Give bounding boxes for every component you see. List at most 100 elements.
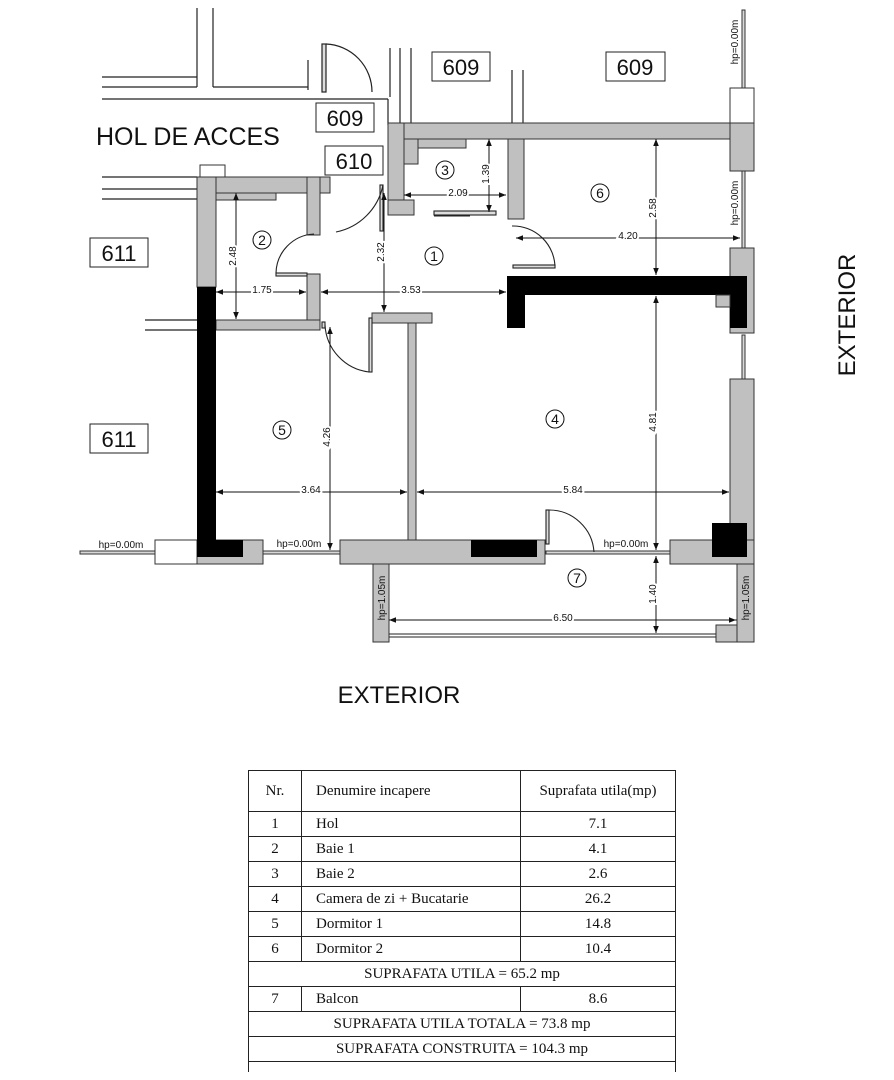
- svg-text:4.26: 4.26: [322, 427, 333, 447]
- svg-text:7: 7: [573, 570, 581, 586]
- total-utila: SUPRAFATA UTILA TOTALA = 73.8 mp: [248, 1011, 676, 1037]
- unit-610: 610: [324, 145, 384, 176]
- svg-text:4: 4: [551, 411, 559, 427]
- table-row: 6 Dormitor 2 10.4: [248, 936, 676, 962]
- total-utila-row: SUPRAFATA UTILA TOTALA = 73.8 mp: [248, 1011, 676, 1037]
- header-name: Denumire incapere: [301, 770, 521, 812]
- room-marker-6: 6: [590, 183, 610, 203]
- header-area: Suprafata utila(mp): [520, 770, 676, 812]
- unit-609-a: 609: [431, 51, 491, 82]
- svg-text:1.40: 1.40: [648, 584, 659, 604]
- cell-name: Camera de zi + Bucatarie: [301, 886, 521, 912]
- dimension-lines: [216, 139, 740, 633]
- room-marker-2: 2: [252, 230, 272, 250]
- cell-name: Baie 2: [301, 861, 521, 887]
- room-marker-1: 1: [424, 246, 444, 266]
- cell-area: 8.6: [520, 986, 676, 1012]
- table-row: 5 Dormitor 1 14.8: [248, 911, 676, 937]
- room-marker-7: 7: [567, 568, 587, 588]
- svg-text:609: 609: [443, 55, 480, 80]
- cell-name: Balcon: [301, 986, 521, 1012]
- svg-text:1: 1: [430, 248, 438, 264]
- cell-area: 7.1: [520, 811, 676, 837]
- room-marker-5: 5: [272, 420, 292, 440]
- cell-area: 4.1: [520, 836, 676, 862]
- room-marker-4: 4: [545, 409, 565, 429]
- exterior-bottom-label: EXTERIOR: [338, 682, 461, 709]
- svg-text:609: 609: [327, 106, 364, 131]
- cell-nr: 1: [248, 811, 302, 837]
- cell-name: Dormitor 1: [301, 911, 521, 937]
- cell-nr: 2: [248, 836, 302, 862]
- svg-text:611: 611: [101, 241, 136, 266]
- exterior-right-label: EXTERIOR: [834, 254, 861, 377]
- table-trailing-row: [248, 1061, 676, 1072]
- doors: [275, 184, 595, 553]
- hol-de-acces-label: HOL DE ACCES: [96, 123, 280, 151]
- cell-area: 10.4: [520, 936, 676, 962]
- table-header-row: Nr. Denumire incapere Suprafata utila(mp…: [248, 770, 676, 812]
- cell-nr: 3: [248, 861, 302, 887]
- room-area-table: Nr. Denumire incapere Suprafata utila(mp…: [248, 770, 676, 1072]
- dimension-labels: 2.09 1.39 2.58 4.20 2.48 2.32 1.75 3.53 …: [226, 162, 661, 626]
- svg-text:3.64: 3.64: [301, 485, 321, 496]
- svg-text:609: 609: [617, 55, 654, 80]
- svg-text:4.20: 4.20: [618, 231, 638, 242]
- svg-text:5.84: 5.84: [563, 485, 583, 496]
- svg-text:4.81: 4.81: [648, 412, 659, 432]
- cell-area: 26.2: [520, 886, 676, 912]
- cell-nr: 4: [248, 886, 302, 912]
- table-row: 3 Baie 2 2.6: [248, 861, 676, 887]
- walls: [154, 87, 755, 643]
- cell-area: 14.8: [520, 911, 676, 937]
- unit-611-a: 611: [89, 237, 149, 268]
- total-construita: SUPRAFATA CONSTRUITA = 104.3 mp: [248, 1036, 676, 1062]
- svg-text:1.75: 1.75: [252, 285, 272, 296]
- svg-text:610: 610: [336, 149, 373, 174]
- unit-609-b: 609: [605, 51, 666, 82]
- svg-text:hp=0.00m: hp=0.00m: [730, 20, 741, 65]
- table-row: 2 Baie 1 4.1: [248, 836, 676, 862]
- unit-611-b: 611: [89, 423, 149, 454]
- svg-text:2.32: 2.32: [376, 242, 387, 262]
- structural-walls: [197, 276, 747, 557]
- header-nr: Nr.: [248, 770, 302, 812]
- svg-text:2.58: 2.58: [648, 198, 659, 218]
- empty-cell: [248, 1061, 676, 1072]
- svg-text:3: 3: [441, 162, 449, 178]
- svg-text:hp=0.00m: hp=0.00m: [604, 539, 649, 550]
- table-row-balcony: 7 Balcon 8.6: [248, 986, 676, 1012]
- total-construita-row: SUPRAFATA CONSTRUITA = 104.3 mp: [248, 1036, 676, 1062]
- svg-text:hp=0.00m: hp=0.00m: [277, 539, 322, 550]
- cell-name: Hol: [301, 811, 521, 837]
- svg-text:hp=1.05m: hp=1.05m: [741, 576, 752, 621]
- access-corridor-outlines: [102, 8, 524, 331]
- subtotal-row: SUPRAFATA UTILA = 65.2 mp: [248, 961, 676, 987]
- subtotal-utila: SUPRAFATA UTILA = 65.2 mp: [248, 961, 676, 987]
- cell-name: Dormitor 2: [301, 936, 521, 962]
- svg-text:2.09: 2.09: [448, 188, 468, 199]
- svg-text:2: 2: [258, 232, 266, 248]
- svg-text:2.48: 2.48: [228, 246, 239, 266]
- cell-name: Baie 1: [301, 836, 521, 862]
- svg-text:6: 6: [596, 185, 604, 201]
- cell-area: 2.6: [520, 861, 676, 887]
- svg-text:hp=0.00m: hp=0.00m: [99, 540, 144, 551]
- table-row: 4 Camera de zi + Bucatarie 26.2: [248, 886, 676, 912]
- svg-text:5: 5: [278, 422, 286, 438]
- room-markers: 3 6 2 1 4 5 7: [252, 160, 610, 588]
- svg-text:611: 611: [101, 427, 136, 452]
- cell-nr: 6: [248, 936, 302, 962]
- door-609: [321, 43, 373, 93]
- svg-text:hp=1.05m: hp=1.05m: [377, 576, 388, 621]
- room-marker-3: 3: [435, 160, 455, 180]
- sill-height-labels: hp=0.00m hp=0.00m hp=0.00m hp=0.00m hp=0…: [99, 20, 752, 621]
- cell-nr: 5: [248, 911, 302, 937]
- neighbor-unit-labels: 609 609 609 610 611 611: [89, 51, 666, 454]
- unit-609-c: 609: [315, 102, 375, 133]
- cell-nr: 7: [248, 986, 302, 1012]
- svg-text:3.53: 3.53: [401, 285, 421, 296]
- svg-text:1.39: 1.39: [481, 164, 492, 184]
- svg-text:hp=0.00m: hp=0.00m: [730, 181, 741, 226]
- table-row: 1 Hol 7.1: [248, 811, 676, 837]
